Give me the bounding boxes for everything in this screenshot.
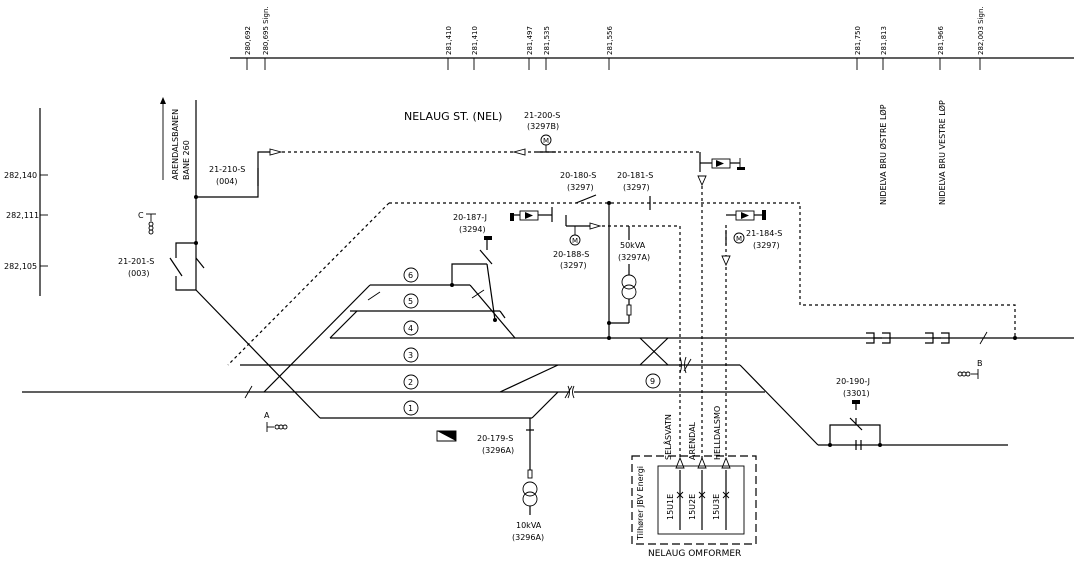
track-number: 6 [408,271,413,280]
switch-id: (3297) [560,261,587,270]
left-km-ticks [40,174,48,267]
km-label: 281,535 [543,26,551,55]
converter-busbar-box [657,465,745,535]
km-label: 281,556 [606,26,614,55]
line-bane: BANE 260 [182,140,191,180]
left-km-label: 282,140 [4,171,37,180]
catenary-arrows [269,148,731,469]
transformer-10kva-icon [522,418,538,515]
switch-label: 20-187-J [453,213,487,222]
marker-a-label: A [264,411,270,420]
switch-id: (3296A) [482,446,514,455]
switch-label: 21-200-S [524,111,560,120]
converter-owner: Tilhører JBV Energi [636,466,645,541]
direction-arrow-icon [160,97,166,104]
svg-text:M: M [572,237,578,245]
section-breaks [244,289,988,399]
breaker-label: 15U3E [712,494,721,520]
breaker-label: 15U1E [666,494,675,520]
track-number: 2 [408,378,413,387]
marker-b-label: B [977,359,983,368]
switch-id: (3294) [459,225,486,234]
track-number: 9 [650,377,655,386]
catenary-wires [195,100,1016,460]
feeder-label: HELLDALSMO [713,406,722,460]
svg-text:M: M [736,235,742,243]
tracks [22,284,1074,446]
switch-21-201-icon [169,195,205,291]
km-label: 281,497 [526,26,534,55]
motor-icon: M [537,134,556,153]
switch-label: 20-180-S [560,171,596,180]
switch-id: (003) [128,269,150,278]
bridge-west-label: NIDELVA BRU VESTRE LØP [937,100,947,205]
switch-label: 21-184-S [746,229,782,238]
marker-c-icon [146,213,156,235]
switch-20-180-icon [575,194,611,205]
svg-text:M: M [543,137,549,145]
transformer-rating: 10kVA [516,521,542,530]
km-label: 281,410 [471,26,479,55]
bridge-east-label: NIDELVA BRU ØSTRE LØP [878,104,888,205]
converter-title: NELAUG OMFORMER [648,549,741,559]
track-number: 3 [408,351,413,360]
switch-label: 20-188-S [553,250,589,259]
breaker-label: 15U2E [688,494,697,520]
km-scale-labels: 280,692 280,695 Sign. 281,410 281,410 28… [244,6,985,55]
track-number: 4 [408,324,413,333]
km-label: 281,813 [880,26,888,55]
station-title: NELAUG ST. (NEL) [404,110,502,123]
transformer-50kva-icon [607,226,637,340]
track-number-circles [403,267,661,416]
km-label: 281,966 [937,26,945,55]
marker-a-icon [266,422,288,432]
km-label: 281,410 [445,26,453,55]
earthing-switch-20-187-icon [450,236,497,322]
feeder-label: ARENDAL [688,421,697,460]
switch-id: (3297) [753,241,780,250]
disconnector-21-184-icon: M [725,210,766,245]
track-number: 5 [408,297,413,306]
km-label: 280,695 Sign. [262,6,270,55]
converter-boundary [631,455,757,545]
transformer-rating: 50kVA [620,241,646,250]
switch-label: 20-179-S [477,434,513,443]
feeder-label: SELÅSVATN [662,414,673,460]
flag-fill-icon [437,431,456,441]
switch-label: 20-181-S [617,171,653,180]
switch-label: 21-201-S [118,257,154,266]
transformer-id: (3296A) [512,533,544,542]
switch-id: (004) [216,177,238,186]
switch-id: (3301) [843,389,870,398]
overhead-insulators [866,332,1017,344]
marker-b-icon [957,369,979,379]
line-name: ARENDALSBANEN [171,109,180,180]
left-km-label: 282,105 [4,262,37,271]
switch-label: 21-210-S [209,165,245,174]
feeder-breakers [676,470,730,530]
km-scale-ticks [246,58,981,70]
km-label: 280,692 [244,26,252,55]
earthing-switch-20-190-icon [828,400,882,450]
marker-c-label: C [138,211,144,220]
transformer-id: (3297A) [618,253,650,262]
switch-id: (3297B) [527,122,559,131]
switch-id: (3297) [567,183,594,192]
switch-id: (3297) [623,183,650,192]
km-label: 281,750 [854,26,862,55]
track-number: 1 [408,404,413,413]
switch-label: 20-190-J [836,377,870,386]
km-label: 282,003 Sign. [977,6,985,55]
disconnector-icon [700,158,745,170]
left-km-label: 282,111 [6,211,39,220]
disconnector-20-188-icon: M [510,207,590,246]
